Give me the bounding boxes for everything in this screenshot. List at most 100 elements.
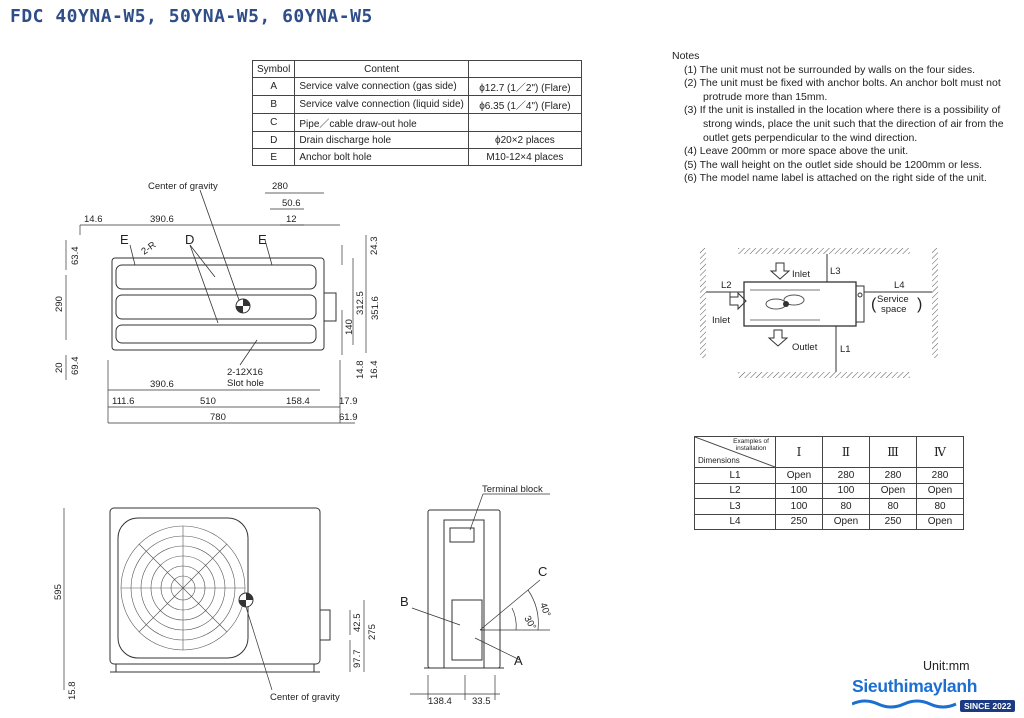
l3-label: L3: [830, 266, 841, 277]
dim-label: 16.4: [369, 361, 380, 380]
gravity-center-icon: [235, 298, 251, 314]
a-label: A: [514, 653, 523, 668]
dim-label: 780: [210, 412, 226, 423]
note-number: (4): [684, 145, 697, 158]
brand-logo: Sieuthimaylanh: [852, 676, 978, 696]
dim-label: 140: [344, 319, 355, 335]
note-text: If the unit is installed in the location…: [699, 104, 1001, 117]
table-row: L4 250 Open 250 Open: [694, 513, 964, 530]
dim-label: 15.8: [67, 682, 78, 701]
dimension-lines: [65, 192, 367, 424]
dimension-lines: [706, 254, 932, 372]
table-cell: Open: [822, 513, 870, 530]
dim-label: 50.6: [282, 198, 301, 209]
install-table-wrap: Examples of installation Dimensions Ⅰ Ⅱ …: [694, 436, 964, 530]
cog-label: Center of gravity: [148, 181, 218, 192]
leader-lines: [129, 189, 273, 366]
fan-grille: [120, 525, 246, 651]
row-label: L4: [694, 513, 776, 530]
note-text: strong winds, place the unit such that t…: [703, 117, 1004, 130]
dim-label: 510: [200, 396, 216, 407]
header-symbol: Symbol: [251, 60, 296, 78]
column-header: Ⅰ: [775, 436, 823, 468]
table-row: C Pipe／cable draw-out hole: [251, 113, 582, 132]
table-cell: Open: [869, 482, 917, 499]
table-cell: Open: [916, 513, 964, 530]
corner-cell: Examples of installation Dimensions: [694, 436, 776, 468]
wave-icon: [852, 699, 957, 709]
note-text: protrude more than 15mm.: [703, 90, 828, 103]
corner-bottom-label: Dimensions: [698, 456, 740, 465]
table-cell: 250: [869, 513, 917, 530]
table-header-row: Examples of installation Dimensions Ⅰ Ⅱ …: [694, 436, 964, 468]
spec-cell: ϕ6.35 (1／4") (Flare): [467, 95, 582, 114]
diagonal-line: [695, 437, 775, 467]
dim-label: 97.7: [352, 650, 363, 669]
dim-label: 12: [286, 214, 297, 225]
brand-since-badge: SINCE 2022: [960, 700, 1016, 712]
note-item: (6) The model name label is attached on …: [672, 172, 1017, 186]
l1-label: L1: [840, 344, 851, 355]
table-cell: 80: [869, 498, 917, 515]
dim-label: 290: [54, 296, 65, 312]
note-number: (1): [684, 63, 697, 76]
column-header: Ⅱ: [822, 436, 870, 468]
note-number: (6): [684, 172, 697, 185]
service-space-label: Service: [877, 294, 909, 305]
right-wall: [932, 248, 938, 358]
corner-top-label: Examples of installation: [733, 438, 769, 452]
table-cell: 80: [822, 498, 870, 515]
content-cell: Drain discharge hole: [294, 131, 469, 149]
spec-cell: [467, 113, 582, 132]
e-label: E: [258, 232, 267, 247]
table-cell: Open: [775, 467, 823, 484]
slot-label: 2-12X16: [227, 367, 263, 378]
table-cell: 100: [775, 498, 823, 515]
unit-side-outline: [424, 509, 504, 669]
dim-label: 138.4: [428, 696, 452, 707]
row-label: L3: [694, 498, 776, 515]
left-wall: [700, 248, 706, 358]
unit-front-outline: [109, 507, 331, 673]
symbol-cell: D: [251, 131, 296, 149]
e-label: E: [120, 232, 129, 247]
table-cell: 280: [822, 467, 870, 484]
symbol-cell: B: [251, 95, 296, 114]
dim-label: 275: [367, 624, 378, 640]
header-spec: [467, 60, 582, 78]
dim-label: 61.9: [339, 412, 358, 423]
table-row: L1 Open 280 280 280: [694, 467, 964, 484]
top-wall: [738, 248, 910, 254]
inlet-top-label: Inlet: [792, 269, 810, 280]
dim-label: 14.6: [84, 214, 103, 225]
note-text: outlet gets perpendicular to the wind di…: [703, 131, 918, 144]
inlet-arrow-icon: [729, 291, 747, 311]
spec-table-wrap: Symbol Content A Service valve connectio…: [251, 60, 582, 166]
notes-block: Notes (1) The unit must not be surrounde…: [672, 50, 1017, 186]
table-cell: Open: [916, 482, 964, 499]
cog-label: Center of gravity: [270, 692, 340, 703]
dim-label: 351.6: [370, 296, 380, 320]
note-text: Leave 200mm or more space above the unit…: [699, 145, 909, 158]
note-item: (1) The unit must not be surrounded by w…: [672, 64, 1017, 78]
content-cell: Service valve connection (gas side): [294, 77, 469, 96]
note-item: (3) If the unit is installed in the loca…: [672, 104, 1017, 118]
service-space-label: space: [881, 304, 906, 315]
c-label: C: [538, 564, 547, 579]
row-label: L1: [694, 467, 776, 484]
dim-label: 390.6: [150, 214, 174, 225]
note-item: (2) The unit must be fixed with anchor b…: [672, 77, 1017, 91]
table-cell: 100: [822, 482, 870, 499]
dim-label: 158.4: [286, 396, 310, 407]
terminal-block-label: Terminal block: [482, 484, 543, 495]
front-view-drawing: 595 42.5 275 97.7 15.8 Center of gravity: [53, 507, 378, 703]
table-cell: 250: [775, 513, 823, 530]
dim-label: 42.5: [352, 614, 363, 633]
dim-label: 280: [272, 181, 288, 192]
table-header-row: Symbol Content: [251, 60, 582, 78]
symbol-cell: A: [251, 77, 296, 96]
gravity-center-icon: [238, 592, 254, 608]
outlet-arrow-icon: [767, 329, 789, 347]
outlet-label: Outlet: [792, 342, 818, 353]
dim-label: 33.5: [472, 696, 491, 707]
